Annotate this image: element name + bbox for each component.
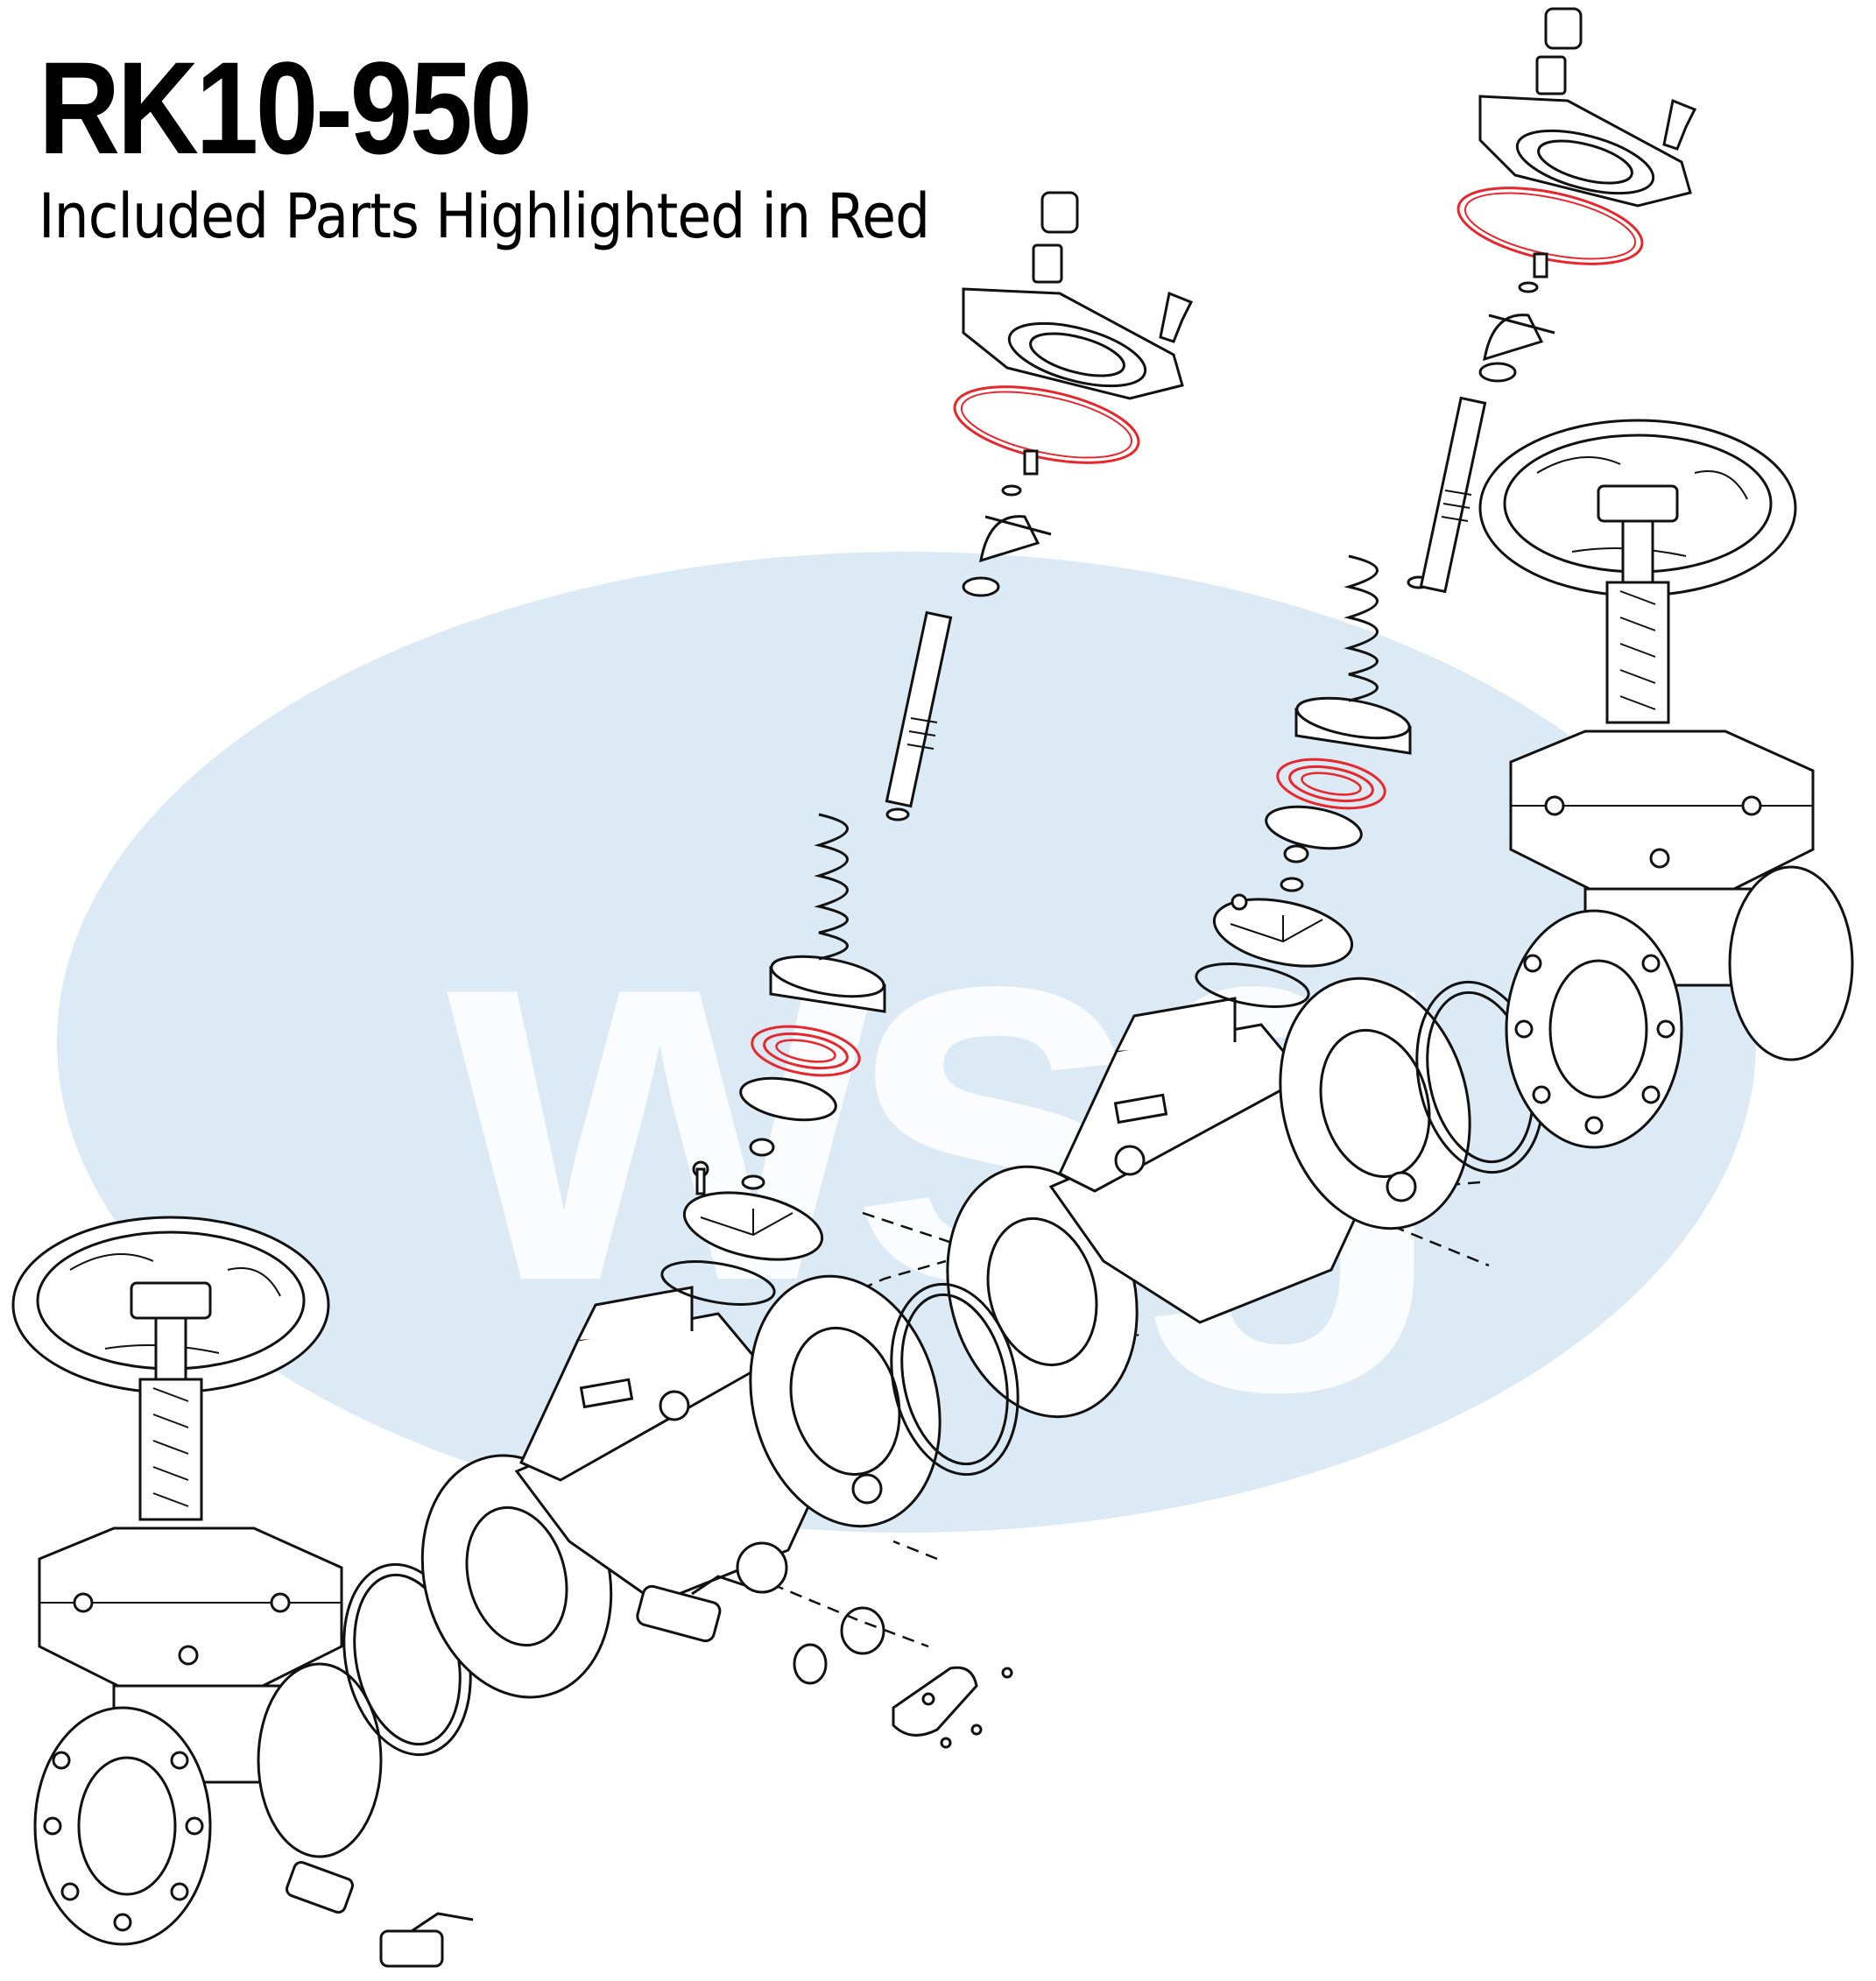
header: RK10-950 Included Parts Highlighted in R… xyxy=(39,42,1028,247)
test-port-cover xyxy=(892,1666,1013,1749)
test-cock-left xyxy=(379,1912,474,1968)
small-o-ring xyxy=(840,1606,885,1655)
check-internals-right xyxy=(1195,396,1487,1008)
nipple-fitting-left xyxy=(286,1860,354,1914)
check-valve-body-left xyxy=(420,1274,942,1699)
gate-valve-left xyxy=(11,1216,474,1968)
check-valve-body-right xyxy=(946,976,1471,1419)
cover-assembly-right xyxy=(1456,7,1697,383)
check-internals-left xyxy=(660,610,953,1306)
ball-valve-test-cock xyxy=(636,1575,745,1643)
page-subtitle: Included Parts Highlighted in Red xyxy=(39,180,930,252)
watermark-ellipse xyxy=(57,552,1756,1533)
gate-valve-right xyxy=(1478,419,1854,1149)
seat-disc-rubber-left xyxy=(751,1025,861,1077)
cover-o-ring-left xyxy=(953,385,1140,464)
seat-disc-rubber-right xyxy=(1276,758,1386,810)
model-number: RK10-950 xyxy=(39,34,532,181)
flange-gasket-middle xyxy=(890,1282,1019,1477)
small-o-ring xyxy=(793,1643,828,1685)
cover-assembly-left xyxy=(953,191,1194,597)
